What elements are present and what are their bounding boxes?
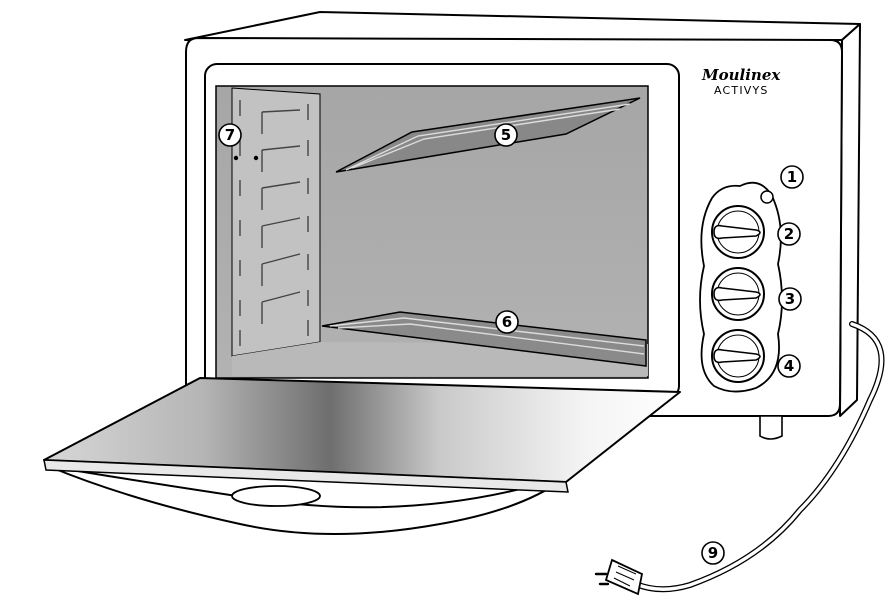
callout-9: 9 (701, 541, 725, 565)
rack-guides (239, 100, 309, 346)
brand-name: Moulinex (701, 66, 781, 84)
cavity-side-wall (231, 87, 321, 357)
wire-rack (335, 97, 641, 173)
callout-4: 4 (777, 354, 801, 378)
door-handle[interactable] (231, 485, 321, 507)
callout-7: 7 (218, 123, 242, 147)
svg-text:9: 9 (708, 544, 718, 562)
oven-side (839, 23, 861, 417)
svg-text:5: 5 (501, 126, 511, 144)
callout-1: 1 (780, 165, 804, 189)
brand-model: ACTIVYS (714, 84, 769, 97)
lamp-dot (233, 155, 239, 161)
timer-knob[interactable] (711, 329, 765, 383)
baking-tray (321, 311, 647, 367)
svg-text:4: 4 (784, 357, 794, 375)
function-knob[interactable] (711, 267, 765, 321)
indicator-light (760, 190, 774, 204)
power-cord (633, 321, 885, 593)
svg-text:2: 2 (784, 225, 794, 243)
callout-5: 5 (494, 123, 518, 147)
svg-text:7: 7 (225, 126, 235, 144)
svg-text:6: 6 (502, 313, 512, 331)
oven-top (184, 11, 861, 41)
oven-door[interactable] (43, 377, 681, 535)
svg-text:3: 3 (785, 290, 795, 308)
power-plug (594, 558, 644, 596)
temperature-knob[interactable] (711, 205, 765, 259)
callout-2: 2 (777, 222, 801, 246)
lamp-dot (253, 155, 259, 161)
callout-3: 3 (778, 287, 802, 311)
callout-6: 6 (495, 310, 519, 334)
oven-foot (759, 415, 783, 440)
svg-text:1: 1 (787, 168, 797, 186)
